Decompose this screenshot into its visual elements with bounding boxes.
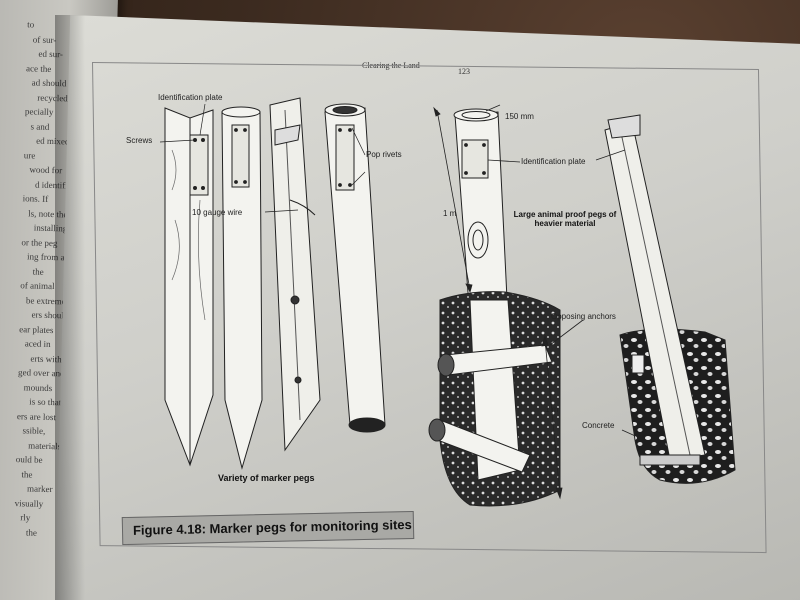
- angle-iron-peg: [269, 97, 321, 452]
- dimension-arrows: [433, 104, 656, 500]
- right-id-plate-label: Identification plate: [521, 157, 586, 166]
- depth-below-label: 1 m: [545, 405, 559, 414]
- page-number: 123: [458, 67, 470, 76]
- wooden-square-peg: [164, 107, 214, 467]
- concrete-set-angle-peg: [604, 114, 706, 466]
- book-gutter: [55, 15, 85, 600]
- screws-label: Screws: [126, 136, 153, 145]
- chapter-title: Clearing the Land: [362, 61, 420, 70]
- left-leader-lines: [159, 103, 366, 213]
- opposing-anchors-label: Opposing anchors: [551, 312, 616, 321]
- round-wooden-peg: [221, 106, 263, 470]
- opposing-anchors: [428, 344, 553, 473]
- pop-rivets-label: Pop rivets: [366, 150, 402, 159]
- diameter-label: 150 mm: [505, 112, 534, 121]
- left-id-plate-label: Identification plate: [158, 93, 223, 102]
- gauge-wire-label: 10 gauge wire: [192, 208, 243, 217]
- pipe-peg: [324, 103, 386, 433]
- left-panel-caption: Variety of marker pegs: [218, 473, 315, 483]
- figure-caption: Figure 4.18: Marker pegs for monitoring …: [132, 516, 412, 538]
- height-above-label: 1 m: [443, 209, 457, 218]
- right-panel-title: Large animal proof pegs of heavier mater…: [513, 210, 617, 228]
- concrete-label: Concrete: [582, 421, 615, 430]
